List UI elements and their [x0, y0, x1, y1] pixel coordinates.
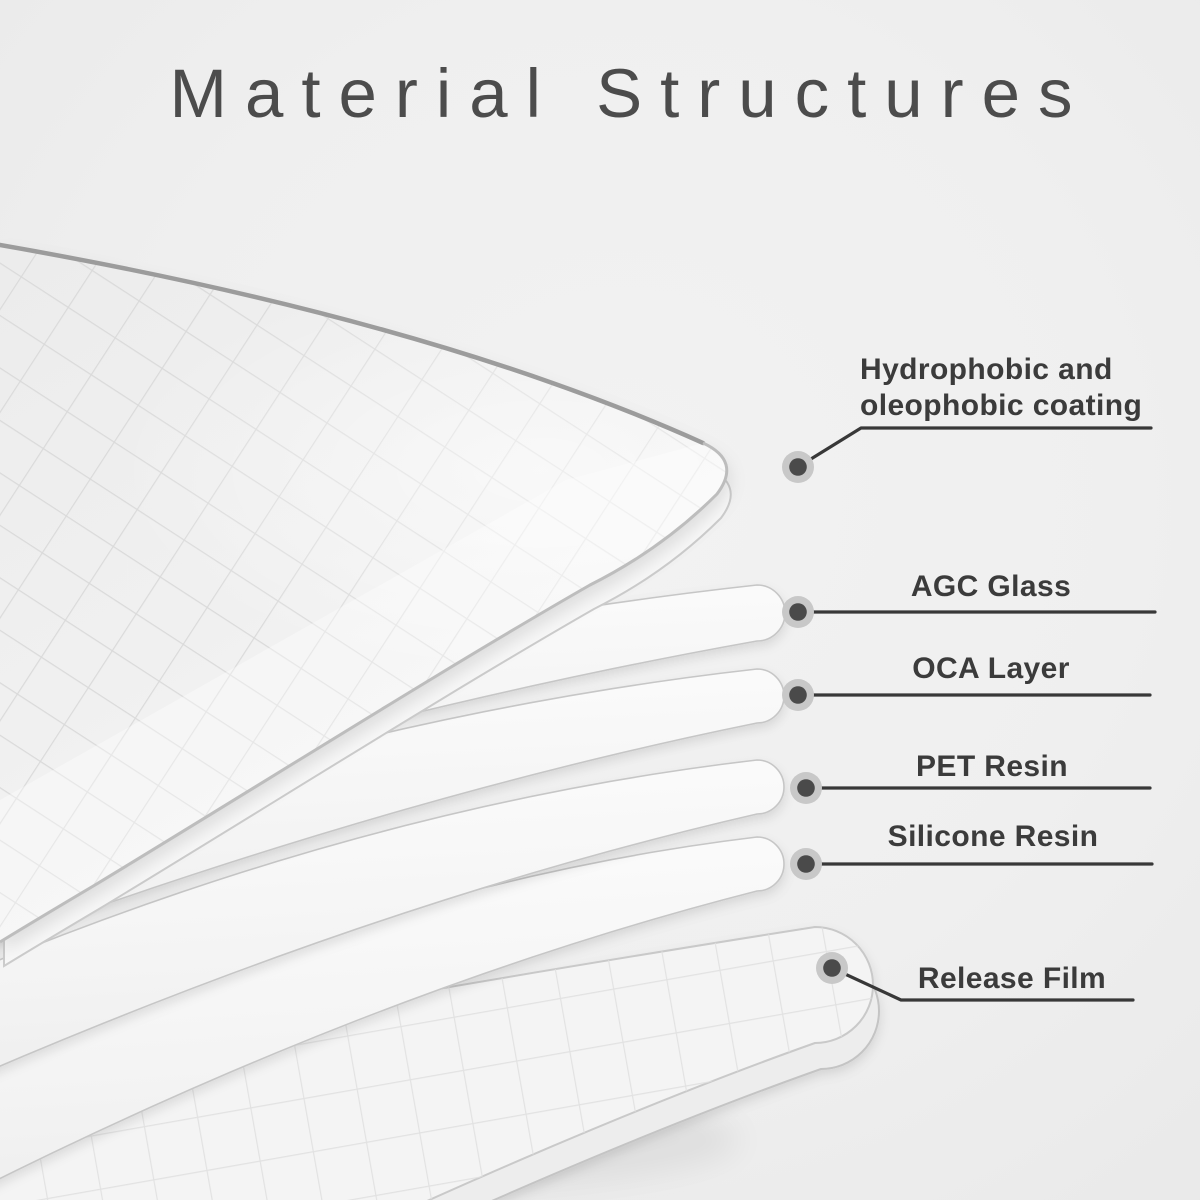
- label-release-film: Release Film: [917, 962, 1107, 995]
- label-pet-resin: PET Resin: [916, 750, 1068, 783]
- label-agc-glass: AGC Glass: [910, 570, 1072, 603]
- label-oca-layer: OCA Layer: [912, 652, 1070, 685]
- sheet-release-film: [0, 925, 880, 1200]
- marker-dot-pet-resin: [790, 772, 822, 804]
- leader-lines: [796, 426, 1157, 1002]
- label-hydrophobic-oleophobic-coating: Hydrophobic and oleophobic coating: [860, 353, 1143, 422]
- layer-markers: [782, 451, 848, 984]
- marker-dot-agc-glass: [782, 596, 814, 628]
- marker-dot-release-film: [816, 952, 848, 984]
- leader-line-coating: [796, 426, 1153, 469]
- sheet-top-coating: [0, 242, 732, 968]
- label-silicone-resin: Silicone Resin: [887, 820, 1099, 853]
- sheet-fold-highlight: [0, 443, 727, 942]
- sheet-pet-resin: [0, 759, 785, 1067]
- marker-dot-coating: [782, 451, 814, 483]
- page-title: Material Structures: [169, 55, 1091, 132]
- marker-dot-silicone-resin: [790, 848, 822, 880]
- leader-line-release-film: [830, 966, 1135, 1002]
- marker-dot-oca-layer: [782, 679, 814, 711]
